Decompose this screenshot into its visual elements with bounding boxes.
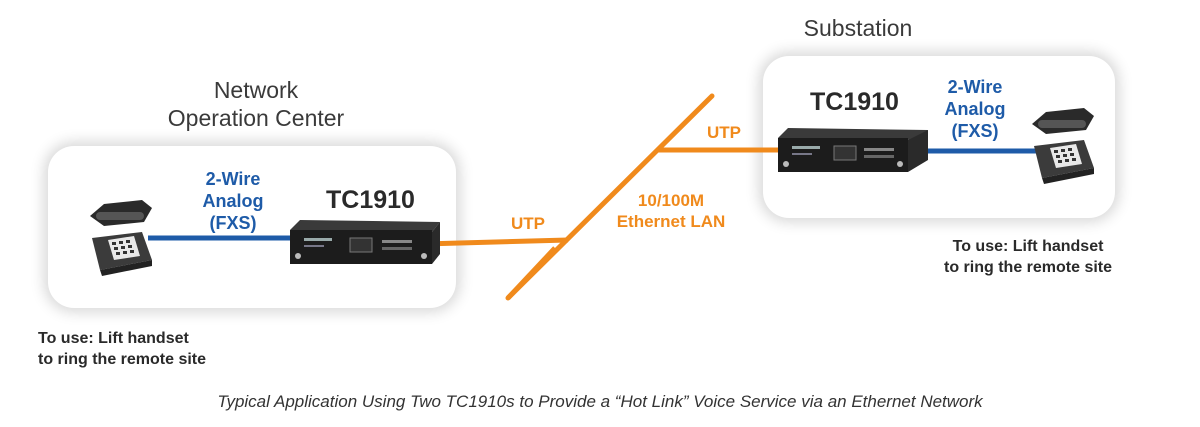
- substation-title: Substation: [803, 15, 913, 41]
- tc1910-device-icon: [778, 128, 928, 172]
- diagram-caption: Typical Application Using Two TC1910s to…: [217, 392, 983, 411]
- telephone-icon: [1032, 108, 1094, 184]
- ethernet-lan-label: 10/100M Ethernet LAN: [596, 190, 746, 232]
- telephone-icon: [90, 200, 152, 276]
- noc-title-line1: Network: [213, 77, 299, 103]
- lan-stub-line: [506, 246, 557, 300]
- noc-usage-note: To use: Lift handset to ring the remote …: [38, 328, 206, 370]
- tc1910-device-icon: [290, 220, 440, 264]
- left-utp-line: [423, 237, 569, 247]
- lan-line2: Ethernet LAN: [616, 212, 726, 231]
- noc-title-line2: Operation Center: [167, 105, 345, 131]
- noc-wire-line3: (FXS): [209, 213, 257, 233]
- lan-line1: 10/100M: [637, 191, 705, 210]
- substation-note-line2: to ring the remote site: [944, 259, 1113, 276]
- substation-wire-line2: Analog: [944, 99, 1006, 119]
- noc-device-model: TC1910: [326, 186, 415, 214]
- substation-usage-note: To use: Lift handset to ring the remote …: [944, 236, 1112, 278]
- substation-wire-line3: (FXS): [951, 121, 999, 141]
- noc-note-line1: To use: Lift handset: [38, 330, 189, 347]
- noc-utp-label: UTP: [511, 214, 545, 233]
- substation-note-line1: To use: Lift handset: [952, 238, 1104, 255]
- noc-note-line2: to ring the remote site: [38, 351, 207, 368]
- substation-utp-label: UTP: [707, 123, 741, 142]
- noc-analog-label: 2-Wire Analog (FXS): [178, 168, 288, 234]
- noc-wire-line2: Analog: [202, 191, 264, 211]
- noc-title: Network Operation Center: [136, 76, 376, 132]
- substation-analog-label: 2-Wire Analog (FXS): [920, 76, 1030, 142]
- substation-wire-line1: 2-Wire: [947, 77, 1003, 97]
- substation-device-model: TC1910: [810, 88, 899, 116]
- noc-wire-line1: 2-Wire: [205, 169, 261, 189]
